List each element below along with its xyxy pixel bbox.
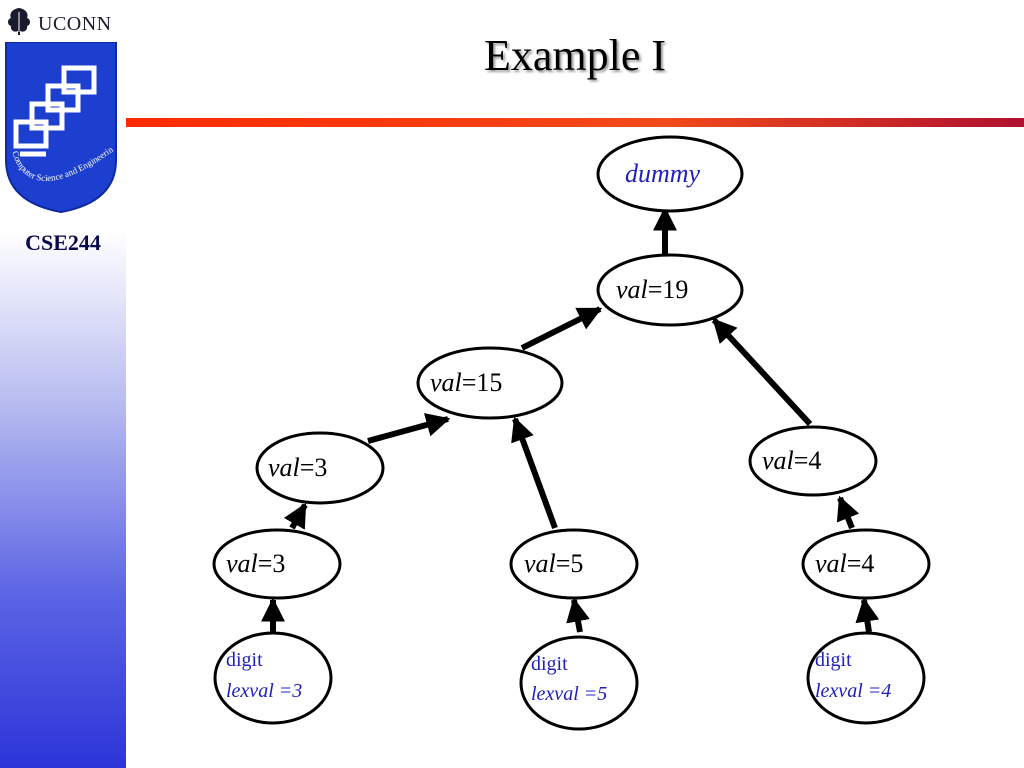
uconn-logo-text: UCONN <box>38 13 112 35</box>
n4b-label: val=4 <box>815 549 874 578</box>
arrow-d5-n5 <box>566 597 590 633</box>
node-3a <box>255 431 385 505</box>
title-rule <box>126 118 1024 127</box>
course-label: CSE244 <box>25 230 101 255</box>
sidebar: UCONN Computer Science and Engineering C… <box>0 0 126 768</box>
lexval4-label: lexval =4 <box>815 680 891 702</box>
n5-label: val=5 <box>524 549 583 578</box>
node-digit-3 <box>213 631 333 725</box>
arrow-d4-n4b <box>855 597 880 633</box>
n3a-label: val=3 <box>268 453 327 482</box>
uconn-logo: UCONN <box>2 6 126 36</box>
node-15 <box>416 346 564 420</box>
arrow-n3a-n15 <box>367 413 451 444</box>
root-label: val=19 <box>616 275 688 304</box>
node-digit-5 <box>519 635 639 731</box>
digit4-label: digit <box>815 649 852 671</box>
node-5 <box>509 528 639 600</box>
digit3-label: digit <box>226 649 263 671</box>
arrow-n5-n15 <box>511 416 558 530</box>
dummy-label: dummy <box>625 159 701 188</box>
n15-label: val=15 <box>430 368 502 397</box>
slide-title: Example I <box>483 31 667 80</box>
monitors-icon <box>13 65 97 157</box>
lexval5-label: lexval =5 <box>531 683 607 705</box>
oak-leaf-icon <box>8 8 30 35</box>
node-3b <box>212 528 342 600</box>
lexval3-label: lexval =3 <box>226 680 302 702</box>
arrow-n4a-root <box>711 317 813 427</box>
arrow-n3b-n3a <box>283 502 308 530</box>
node-digit-4 <box>806 631 926 725</box>
node-root <box>596 253 744 327</box>
digit5-label: digit <box>531 653 568 675</box>
n3b-label: val=3 <box>226 549 285 578</box>
cse-shield-logo: Computer Science and Engineering <box>0 42 117 214</box>
n4a-label: val=4 <box>762 446 821 475</box>
node-4b <box>801 528 931 600</box>
node-4a <box>748 425 878 497</box>
arrow-n15-root <box>520 306 603 351</box>
node-dummy <box>596 135 744 213</box>
arrow-n4b-n4a <box>836 495 860 530</box>
